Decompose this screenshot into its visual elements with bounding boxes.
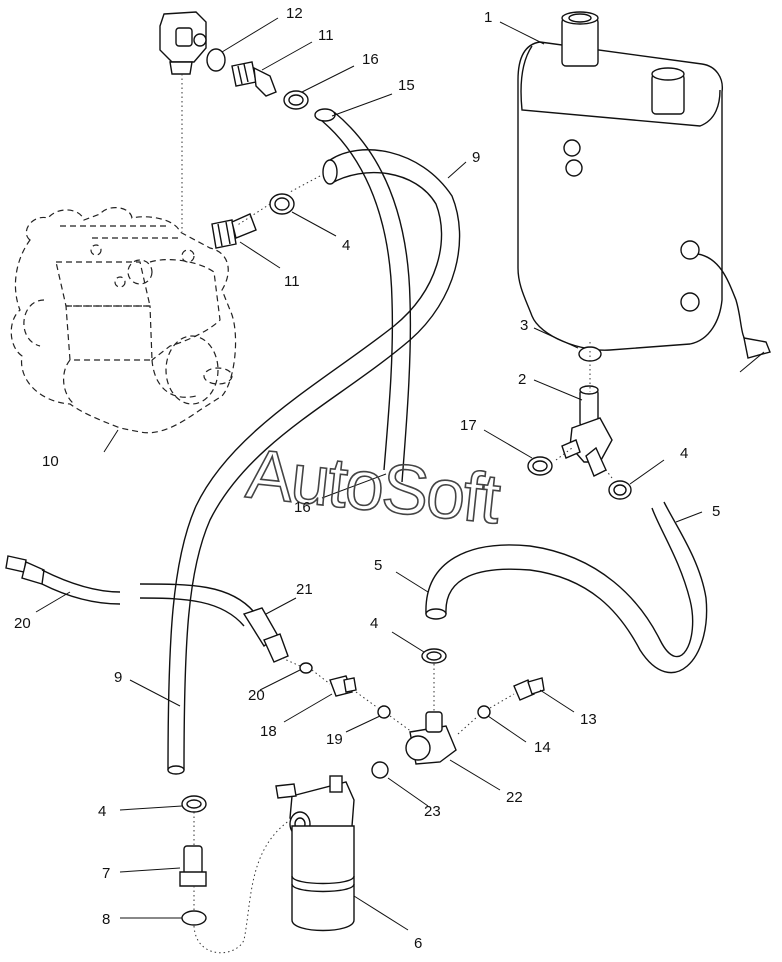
callout-4-a: 4 [342,237,350,254]
callout-14: 14 [534,739,551,756]
callout-16-a: 16 [362,51,379,68]
callout-21: 22 [506,789,523,806]
hose-clamp-16-port [527,456,553,476]
hose-15 [314,108,412,483]
callout-15-b: 16 [294,499,311,516]
assembly-guide-lines [181,74,613,954]
watermark: AutoSoft [243,434,504,538]
filter-head-adapter-21 [405,711,457,765]
o-ring-22 [371,761,389,779]
callout-22: 23 [424,803,441,820]
o-ring-14 [477,705,491,719]
callout-12: 12 [286,5,303,22]
callout-19: 20 [248,687,265,704]
callout-2: 2 [518,371,526,388]
callout-4-b: 4 [680,445,688,462]
callout-20-b: 21 [296,581,313,598]
hose-barb-fitting-pump [211,213,257,249]
callout-4-d: 4 [98,803,106,820]
o-ring-8 [181,910,207,926]
callout-5-b: 5 [374,557,382,574]
callout-3: 3 [520,317,528,334]
tube-assembly-20 [5,555,289,663]
callout-4-c: 4 [370,615,378,632]
callout-1: 1 [484,9,492,26]
adapter-fitting-7 [179,845,207,887]
callout-16-b: 17 [460,417,477,434]
leader-lines [35,17,765,931]
callout-13: 13 [580,711,597,728]
callout-20-a: 20 [14,615,31,632]
callout-9-b: 9 [114,669,122,686]
callout-11-a: 11 [318,27,334,44]
hydraulic-reservoir [517,11,723,351]
callout-5-a: 5 [712,503,720,520]
hose-barb-fitting-top [231,61,277,97]
callout-6: 6 [414,935,422,952]
callout-10: 10 [42,453,59,470]
hose-clamp-4-bottom [181,795,207,813]
hose-5 [425,501,708,674]
hydraulic-pump [10,207,237,434]
callout-labels: 1 2 3 4 4 4 4 5 5 6 7 8 9 9 10 11 11 12 … [14,5,720,952]
hose-clamp-4-port [608,480,632,500]
callout-9-a: 9 [472,149,480,166]
o-ring-12 [206,48,226,72]
swivel-tee-fitting [159,11,207,75]
hose-clamp-16-top [283,90,309,110]
callout-18: 19 [326,731,343,748]
suction-port-fitting [561,385,613,477]
callout-11-b: 11 [284,273,300,290]
callout-15-a: 15 [398,77,415,94]
hose-clamp-4-lower [421,648,447,664]
o-ring-3 [578,346,602,362]
callout-7: 7 [102,865,110,882]
callout-8: 8 [102,911,110,928]
callout-17: 18 [260,723,277,740]
hose-clamp-4-upper [269,193,295,215]
o-ring-19 [299,662,313,674]
filter-assembly [275,775,355,932]
o-ring-18 [377,705,391,719]
adapter-fitting-13 [513,677,545,701]
adapter-fitting-17 [329,675,357,697]
